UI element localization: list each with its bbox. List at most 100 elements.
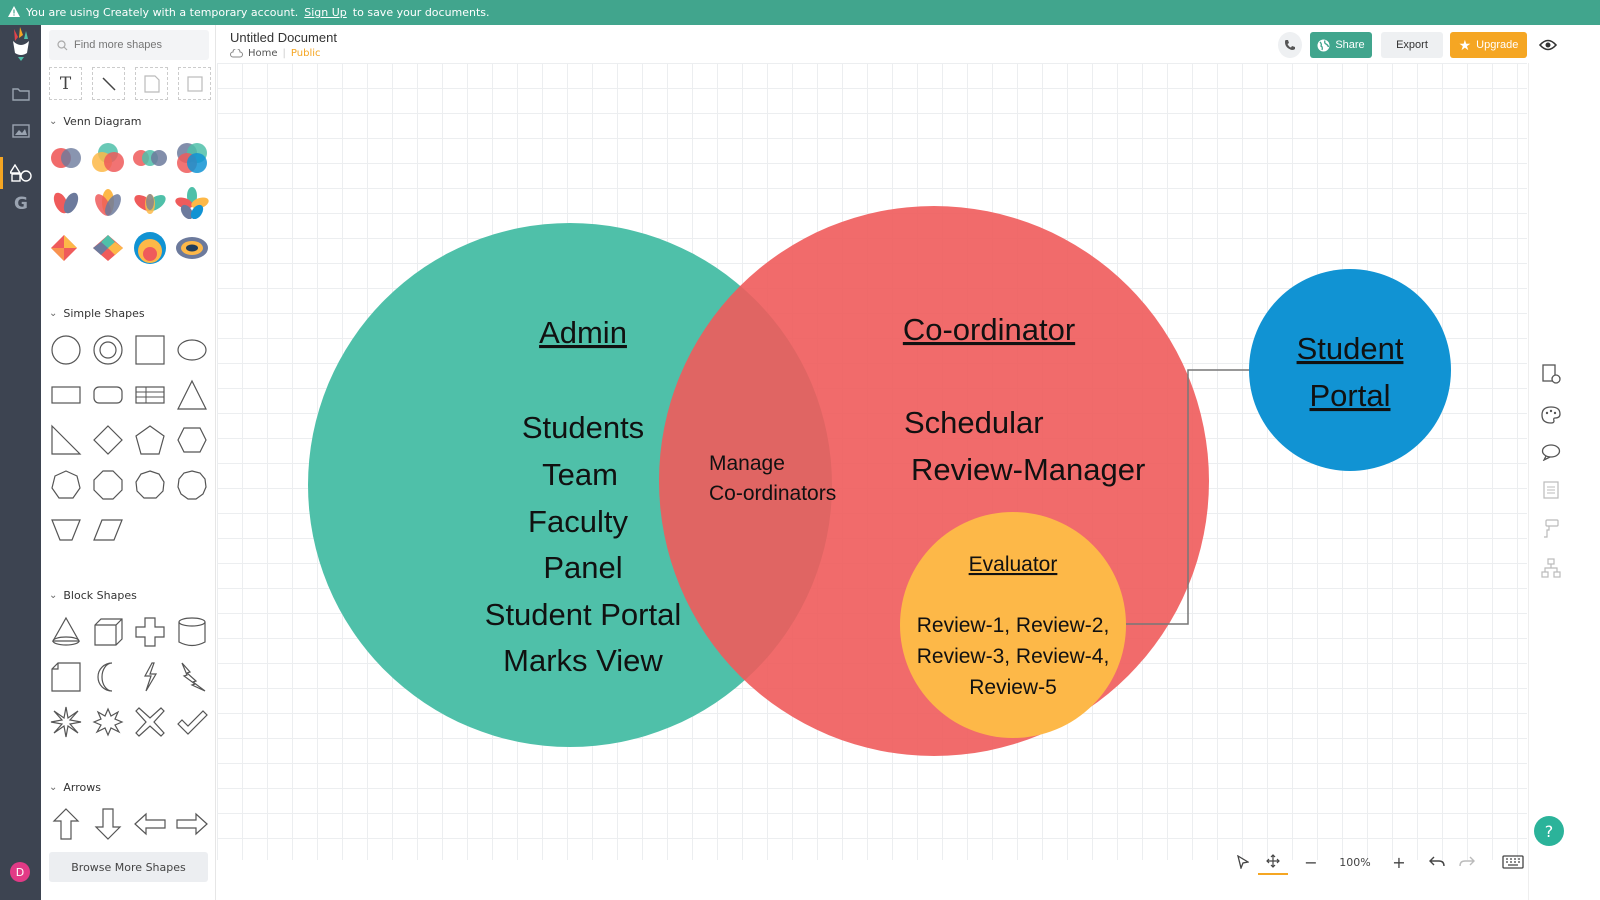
venn-three-circle-shape[interactable]: [87, 135, 129, 180]
lightning-bolt-shape[interactable]: [171, 654, 213, 699]
shape-search[interactable]: [49, 30, 209, 60]
user-avatar[interactable]: D: [10, 862, 30, 882]
document-title[interactable]: Untitled Document: [230, 30, 337, 45]
redo-icon[interactable]: [1452, 856, 1482, 868]
creately-logo-icon[interactable]: [10, 27, 32, 61]
venn-nested-ellipse-shape[interactable]: [171, 225, 213, 270]
phone-call-button[interactable]: [1278, 32, 1302, 58]
keyboard-shortcuts-icon[interactable]: [1498, 855, 1528, 869]
coordinator-line: Schedular: [904, 405, 1044, 440]
ring-shape[interactable]: [87, 327, 129, 372]
rounded-rectangle-shape[interactable]: [87, 372, 129, 417]
block-shapes-grid: [45, 609, 213, 744]
circle-shape[interactable]: [45, 327, 87, 372]
checkmark-shape[interactable]: [171, 699, 213, 744]
cube-shape[interactable]: [87, 609, 129, 654]
venn-nested-circle-shape[interactable]: [129, 225, 171, 270]
parallelogram-shape[interactable]: [87, 507, 129, 552]
undo-icon[interactable]: [1422, 856, 1452, 868]
rectangle-shape[interactable]: [45, 372, 87, 417]
moon-shape[interactable]: [87, 654, 129, 699]
octagon-shape[interactable]: [87, 462, 129, 507]
search-input[interactable]: [74, 39, 204, 51]
palette-icon[interactable]: [1540, 404, 1562, 426]
notes-icon[interactable]: [1540, 479, 1562, 501]
arrow-up-shape[interactable]: [45, 801, 87, 846]
heptagon-shape[interactable]: [45, 462, 87, 507]
preview-button[interactable]: [1535, 32, 1561, 58]
zoom-level[interactable]: 100%: [1339, 855, 1371, 869]
decagon-shape[interactable]: [171, 462, 213, 507]
zoom-in-button[interactable]: +: [1392, 852, 1406, 872]
browse-more-shapes-button[interactable]: Browse More Shapes: [49, 852, 208, 882]
help-button[interactable]: ?: [1534, 816, 1564, 846]
lightning-shape[interactable]: [129, 654, 171, 699]
arrow-down-shape[interactable]: [87, 801, 129, 846]
breadcrumb-divider: |: [282, 48, 286, 59]
zoom-out-button[interactable]: −: [1304, 852, 1318, 872]
right-triangle-shape[interactable]: [45, 417, 87, 462]
breadcrumb-public[interactable]: Public: [290, 48, 321, 59]
comment-icon[interactable]: [1540, 441, 1562, 463]
note-tool-icon[interactable]: [135, 67, 168, 100]
diamond-shape[interactable]: [87, 417, 129, 462]
venn-three-row-shape[interactable]: [129, 135, 171, 180]
pan-move-icon[interactable]: [1258, 849, 1288, 875]
google-icon[interactable]: G: [14, 194, 28, 214]
upgrade-button[interactable]: ★ Upgrade: [1450, 32, 1527, 58]
simple-shapes-grid: [45, 327, 213, 552]
folder-icon[interactable]: [10, 83, 32, 105]
venn-two-circle-shape[interactable]: [45, 135, 87, 180]
venn-petal-four-shape[interactable]: [129, 180, 171, 225]
square-shape[interactable]: [129, 327, 171, 372]
format-painter-icon[interactable]: [1540, 518, 1562, 540]
select-pointer-icon[interactable]: [1228, 855, 1258, 869]
line-tool-icon[interactable]: [92, 67, 125, 100]
x-shape[interactable]: [129, 699, 171, 744]
ellipse-shape[interactable]: [171, 327, 213, 372]
venn-diamond-grid-shape[interactable]: [87, 225, 129, 270]
cross-shape[interactable]: [129, 609, 171, 654]
venn-diamond-shape[interactable]: [45, 225, 87, 270]
document-topbar: Untitled Document Home | Public Share Ex…: [217, 25, 1600, 63]
student-portal-line: Portal: [1310, 378, 1391, 413]
hexagon-shape[interactable]: [171, 417, 213, 462]
cone-shape[interactable]: [45, 609, 87, 654]
coordinator-title: Co-ordinator: [903, 312, 1075, 347]
arrow-right-shape[interactable]: [171, 801, 213, 846]
folded-corner-shape[interactable]: [45, 654, 87, 699]
frame-tool-icon[interactable]: [178, 67, 211, 100]
venn-petal-two-shape[interactable]: [45, 180, 87, 225]
arrow-left-shape[interactable]: [129, 801, 171, 846]
pentagon-shape[interactable]: [129, 417, 171, 462]
shape-settings-icon[interactable]: [1540, 363, 1562, 385]
block-section-header[interactable]: ⌄ Block Shapes: [49, 589, 137, 602]
evaluator-line: Review-1, Review-2,: [917, 614, 1110, 637]
breadcrumb-home[interactable]: Home: [248, 48, 278, 59]
text-tool-icon[interactable]: T: [49, 67, 82, 100]
hierarchy-icon[interactable]: [1540, 557, 1562, 579]
connector-line[interactable]: [1100, 369, 1250, 625]
table-shape[interactable]: [129, 372, 171, 417]
venn-flower-shape[interactable]: [171, 180, 213, 225]
share-button[interactable]: Share: [1310, 32, 1372, 58]
triangle-shape[interactable]: [171, 372, 213, 417]
student-portal-circle[interactable]: [1249, 269, 1451, 471]
venn-section-header[interactable]: ⌄ Venn Diagram: [49, 115, 142, 128]
export-button[interactable]: Export: [1381, 32, 1443, 58]
admin-title: Admin: [539, 315, 627, 350]
explosion-shape[interactable]: [87, 699, 129, 744]
cylinder-shape[interactable]: [171, 609, 213, 654]
evaluator-circle[interactable]: [900, 512, 1126, 738]
venn-four-circle-shape[interactable]: [171, 135, 213, 180]
arrows-section-header[interactable]: ⌄ Arrows: [49, 781, 101, 794]
inverted-trapezoid-shape[interactable]: [45, 507, 87, 552]
image-icon[interactable]: [10, 120, 32, 142]
starburst-shape[interactable]: [45, 699, 87, 744]
nonagon-shape[interactable]: [129, 462, 171, 507]
active-indicator: [0, 157, 3, 189]
shapes-icon[interactable]: [10, 162, 32, 184]
simple-section-header[interactable]: ⌄ Simple Shapes: [49, 307, 145, 320]
venn-petal-three-shape[interactable]: [87, 180, 129, 225]
sign-up-link[interactable]: Sign Up: [304, 6, 347, 19]
